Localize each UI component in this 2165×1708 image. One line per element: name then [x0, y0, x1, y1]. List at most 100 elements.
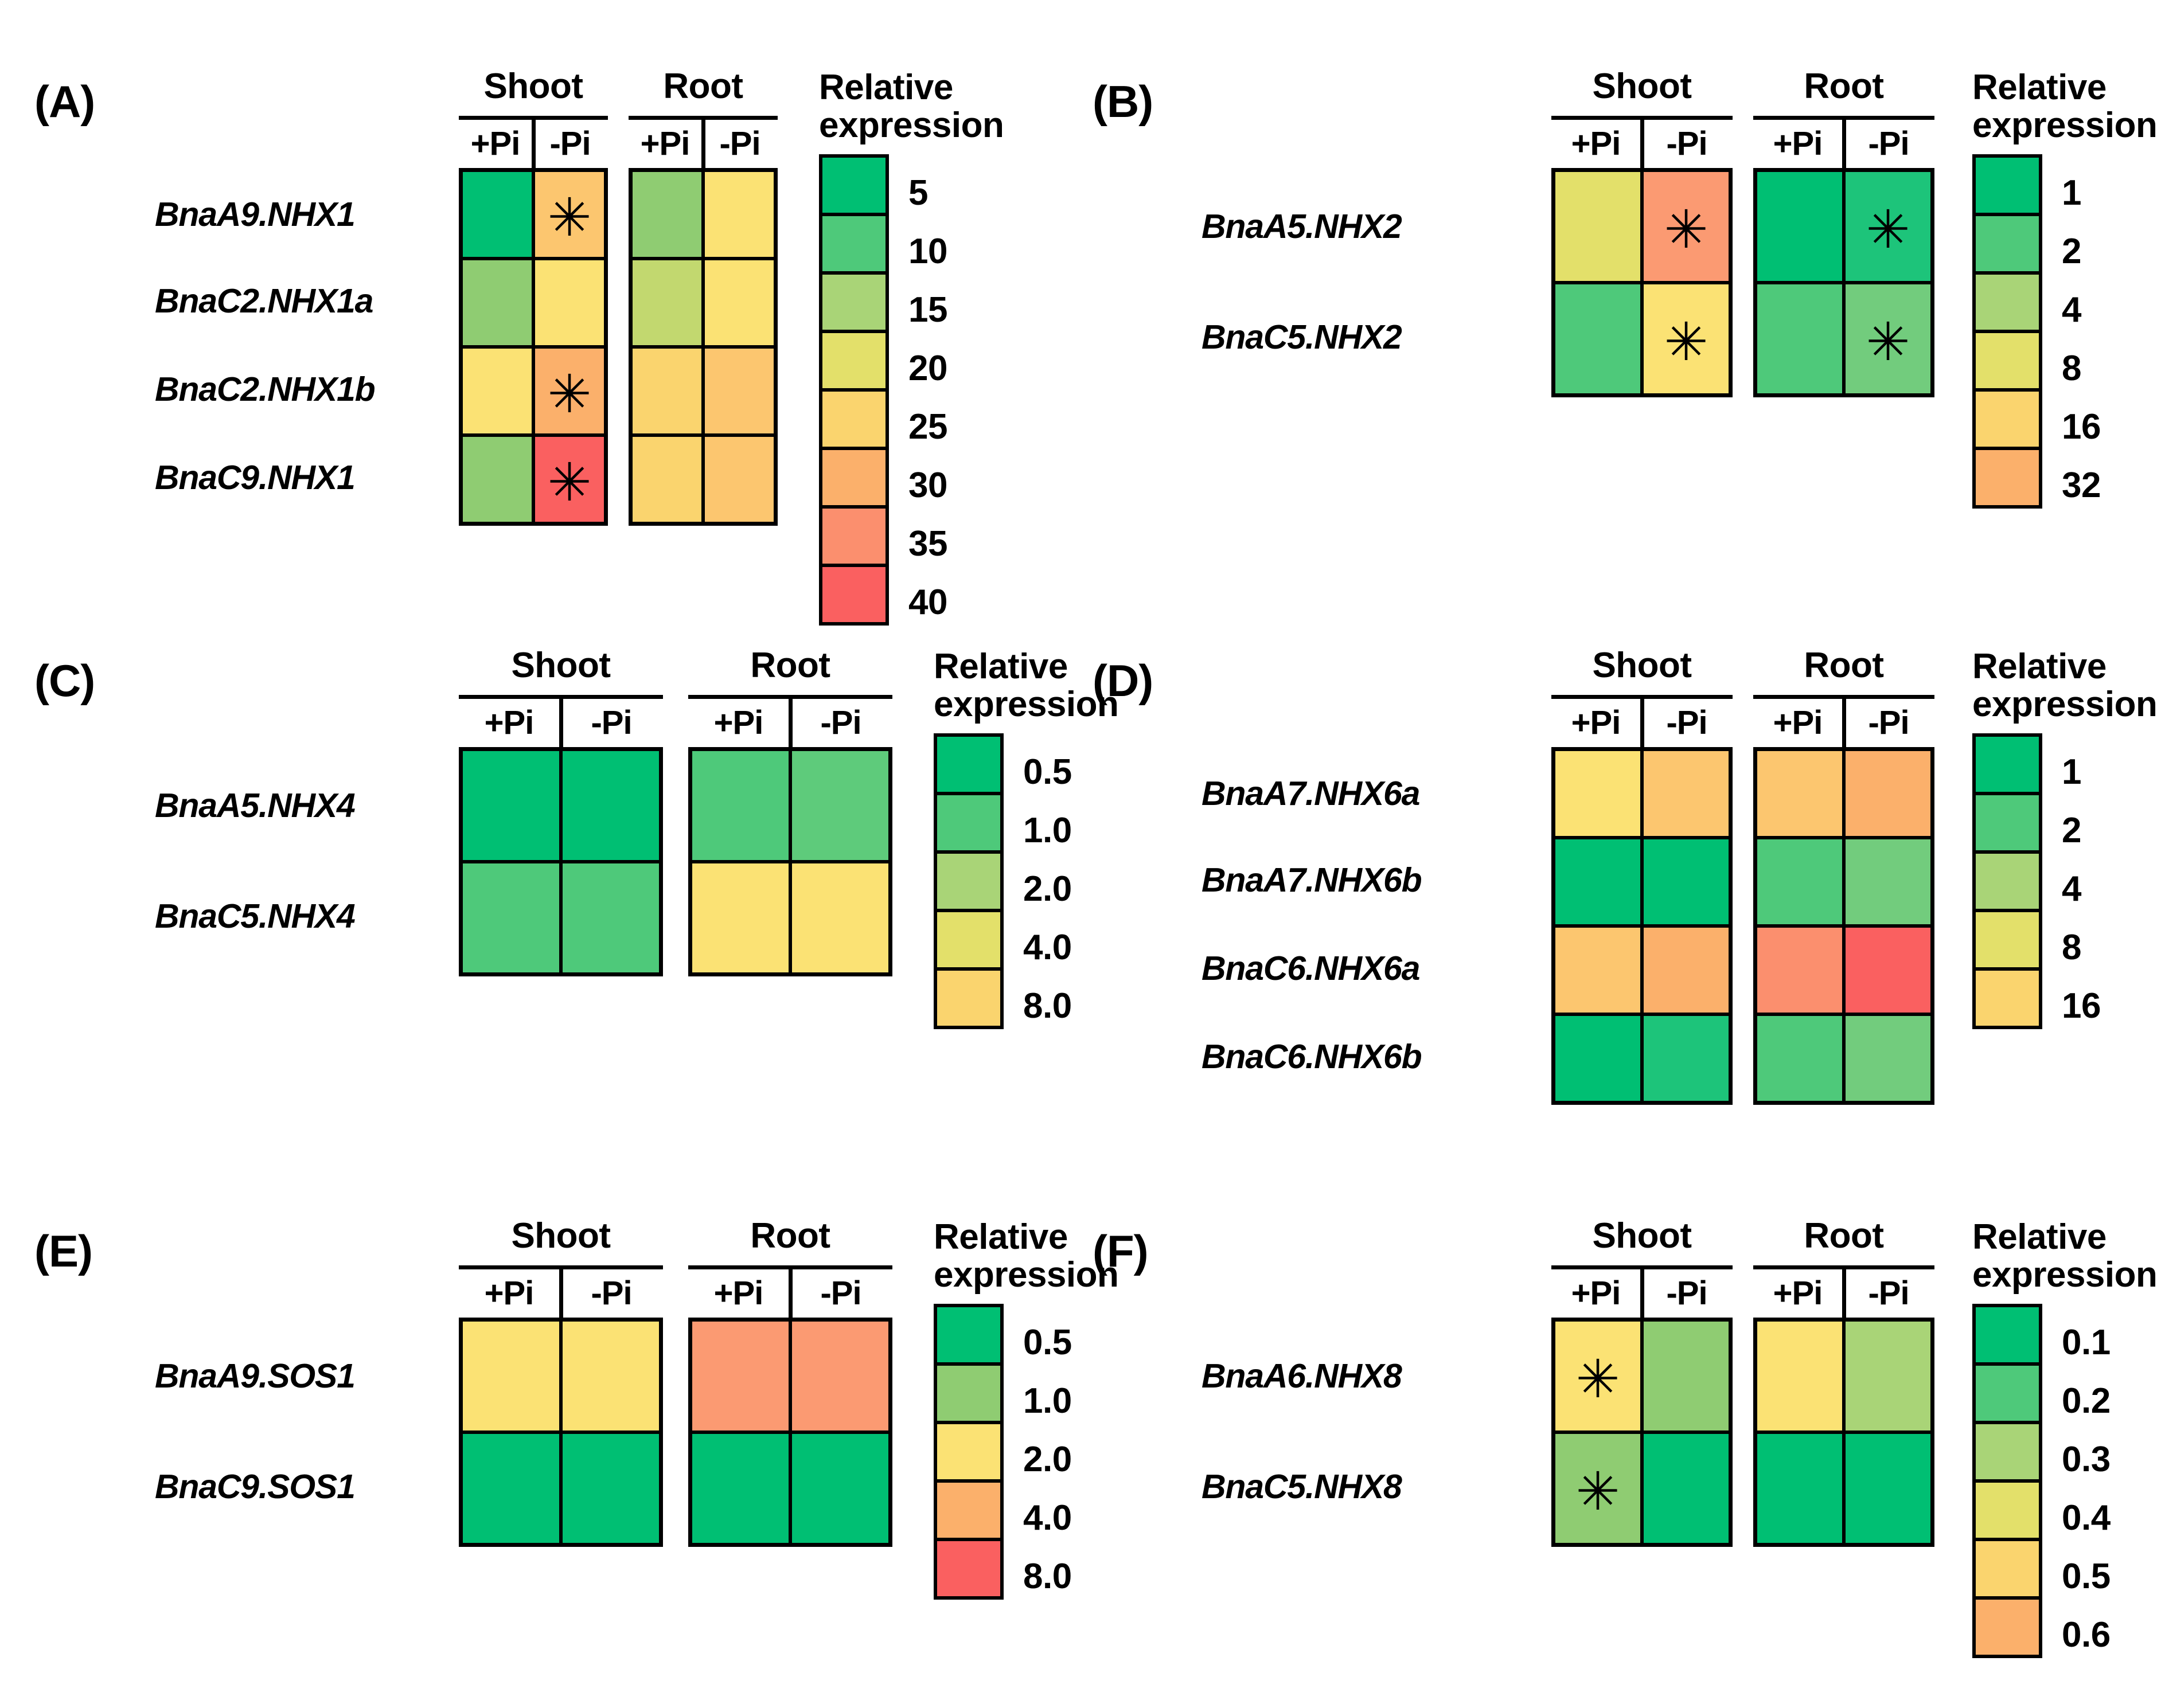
heatmap-blocks: Shoot +Pi-Pi Root +Pi-Pi	[459, 648, 892, 976]
heatmap-cell	[1842, 1434, 1930, 1543]
heatmap-blocks: Shoot+Pi-Pi✳✳Root+Pi-Pi✳✳	[1551, 69, 1934, 397]
legend-swatch	[937, 1307, 1000, 1363]
table-row	[463, 257, 604, 345]
tissue-rule	[1753, 695, 1934, 699]
heatmap-cell	[1842, 751, 1930, 836]
heatmap-cell: ✳	[1555, 1322, 1640, 1431]
legend-swatch	[937, 1538, 1000, 1597]
heatmap-block-root: Root+Pi-Pi	[629, 69, 778, 526]
heatmap-cell	[1842, 928, 1930, 1013]
legend-colorbar	[819, 154, 889, 626]
legend-label: 1	[2062, 173, 2081, 213]
table-row: ✳	[1757, 281, 1930, 393]
condition-header-plus-pi: +Pi	[1571, 125, 1621, 162]
tissue-header-root: Root	[750, 646, 830, 685]
panel-label-c: (C)	[34, 655, 95, 706]
tissue-header-root: Root	[750, 1216, 830, 1256]
heatmap-block-shoot: Shoot+Pi-Pi✳✳	[1551, 69, 1733, 397]
legend-label: 2	[2062, 811, 2081, 851]
legend-label: 2	[2062, 232, 2081, 272]
gene-label: BnaC9.SOS1	[155, 1467, 356, 1506]
tissue-header-shoot: Shoot	[511, 646, 611, 685]
heatmap-block-shoot: Shoot+Pi-Pi✳✳	[1551, 1218, 1733, 1547]
heatmap-cell	[701, 437, 774, 522]
heatmap-cell	[1842, 839, 1930, 924]
gene-label: BnaA6.NHX8	[1202, 1357, 1402, 1395]
tissue-header-root: Root	[663, 67, 743, 106]
legend-label: 4.0	[1023, 1498, 1072, 1538]
tissue-header-shoot: Shoot	[1592, 1216, 1692, 1256]
heatmap-cell	[692, 1322, 789, 1431]
heatmap-cell	[1640, 928, 1729, 1013]
condition-header-row: +Pi-Pi	[688, 1269, 892, 1318]
tissue-header-shoot: Shoot	[511, 1216, 611, 1256]
table-row	[692, 1322, 888, 1431]
panel-label-b: (B)	[1093, 76, 1153, 127]
heatmap-cell	[463, 751, 559, 860]
header-spacer	[155, 69, 459, 172]
legend-title-line2: expression	[1972, 1254, 2158, 1295]
table-row	[633, 433, 774, 522]
condition-header-row: +Pi-Pi	[1753, 1269, 1934, 1318]
heatmap-cell	[559, 863, 659, 972]
legend-swatch	[937, 792, 1000, 851]
condition-header-row: +Pi-Pi	[688, 699, 892, 747]
heatmap-cell	[463, 260, 532, 345]
heatmap-cell	[1757, 1434, 1842, 1543]
heatmap-cell: ✳	[532, 172, 604, 257]
heatmap-cell	[1640, 1322, 1729, 1431]
legend-label: 32	[2062, 466, 2101, 506]
heatmap-grid-root	[1753, 747, 1934, 1105]
heatmap-cell	[633, 172, 701, 257]
legend-label: 2.0	[1023, 1440, 1072, 1480]
legend-label: 25	[908, 407, 947, 447]
heatmap-grid-root	[688, 747, 892, 976]
legend-label: 5	[908, 173, 928, 213]
heatmap-cell	[692, 863, 789, 972]
condition-header-row: +Pi-Pi	[459, 699, 663, 747]
heatmap-cell: ✳	[1842, 284, 1930, 393]
heatmap-grid-shoot	[459, 747, 663, 976]
legend-swatch	[822, 505, 885, 564]
legend-label: 30	[908, 466, 947, 506]
tissue-rule	[1753, 116, 1934, 120]
gene-label: BnaA7.NHX6a	[1202, 774, 1420, 812]
heatmap-cell	[1555, 284, 1640, 393]
heatmap-blocks: Shoot+Pi-Pi✳✳✳Root+Pi-Pi	[459, 69, 778, 526]
heatmap-block-shoot: Shoot+Pi-Pi	[459, 1218, 663, 1547]
tissue-header-shoot: Shoot	[1592, 646, 1692, 685]
gene-label: BnaC5.NHX8	[1202, 1467, 1402, 1506]
heatmap-grid-root	[1753, 1318, 1934, 1547]
heatmap-blocks: Shoot+Pi-Pi Root +Pi-Pi	[459, 1218, 892, 1547]
legend-colorbar	[934, 733, 1004, 1030]
legend-title-line2: expression	[934, 1254, 1119, 1295]
legend-swatch	[937, 1362, 1000, 1421]
heatmap-cell	[1640, 751, 1729, 836]
legend-label: 16	[2062, 986, 2101, 1026]
table-row	[1757, 924, 1930, 1013]
legend-swatch	[822, 388, 885, 447]
legend-colorbar	[1972, 733, 2042, 1030]
table-row	[692, 1431, 888, 1543]
legend-label: 16	[2062, 407, 2101, 447]
panel-label-a: (A)	[34, 76, 95, 127]
table-row	[1757, 751, 1930, 836]
legend-swatch	[822, 564, 885, 623]
heatmap-cell	[1555, 751, 1640, 836]
table-row: ✳	[1555, 1431, 1729, 1543]
legend-label: 4.0	[1023, 928, 1072, 968]
heatmap-block-root: Root +Pi-Pi	[688, 648, 892, 976]
legend-swatch	[937, 737, 1000, 792]
heatmap-cell	[463, 437, 532, 522]
legend-swatch	[1976, 330, 2039, 389]
legend-label: 1.0	[1023, 1381, 1072, 1421]
condition-header-plus-pi: +Pi	[1571, 1275, 1621, 1312]
heatmap-cell	[463, 172, 532, 257]
